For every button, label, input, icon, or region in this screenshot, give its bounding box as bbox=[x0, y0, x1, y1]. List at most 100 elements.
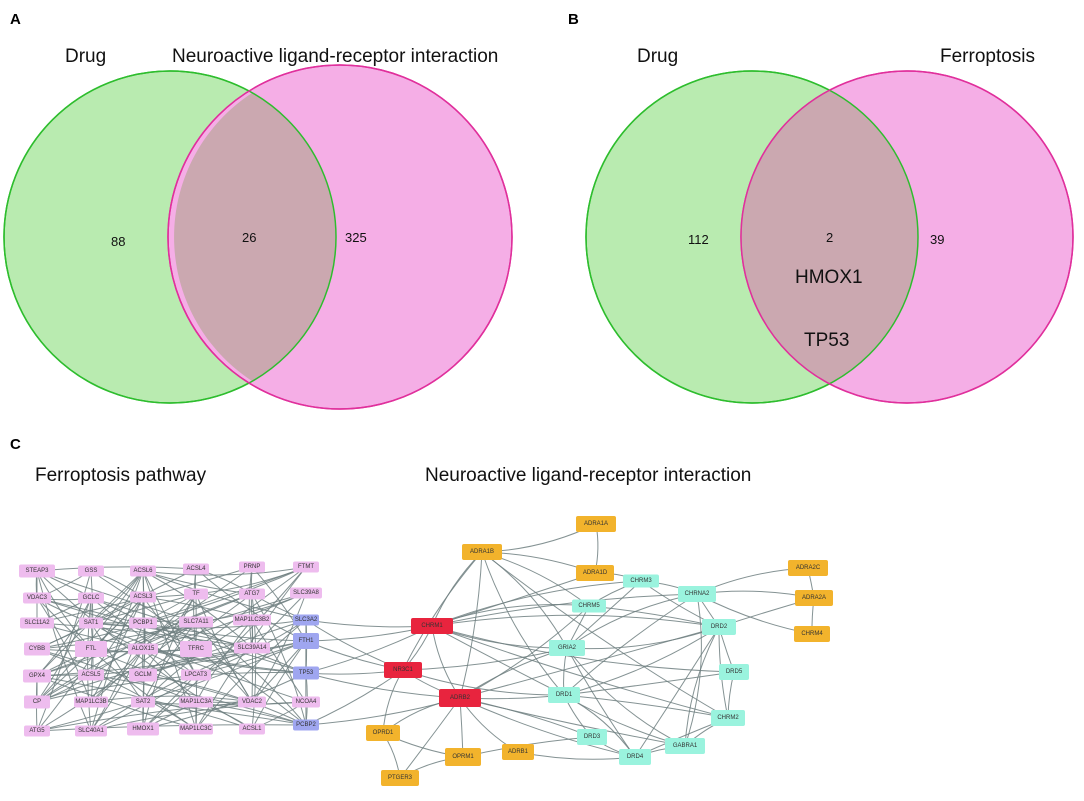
network-node-label: ADRA1A bbox=[584, 521, 608, 527]
network-node-box bbox=[293, 719, 319, 731]
network-edge bbox=[142, 566, 307, 576]
network-edge bbox=[142, 566, 307, 624]
network-edge bbox=[251, 619, 307, 703]
network-node: VDAC3 bbox=[23, 592, 51, 604]
network-node: STEAP3 bbox=[19, 564, 55, 578]
network-node-label: OPRM1 bbox=[452, 754, 474, 760]
network-edge bbox=[36, 648, 197, 730]
overlap-region-a bbox=[174, 93, 336, 381]
network-node-box bbox=[381, 770, 419, 786]
network-node-label: PRNP bbox=[244, 564, 261, 570]
network-node-label: GABRA1 bbox=[673, 743, 698, 749]
network-node-label: NCOA4 bbox=[296, 699, 317, 705]
network-node: SLC7A11 bbox=[179, 616, 213, 628]
network-node: GCLC bbox=[78, 592, 104, 604]
target-label-a: Neuroactive ligand-receptor interaction bbox=[172, 46, 498, 67]
network-node-label: PTGER3 bbox=[388, 775, 413, 781]
network-node-label: ADRA1D bbox=[583, 570, 608, 576]
network-node-label: MAP1LC3B bbox=[75, 699, 106, 705]
network-node-label: SLC3A2 bbox=[295, 617, 318, 623]
network-edge bbox=[142, 570, 197, 676]
network-edge bbox=[431, 625, 735, 673]
network-node: ACSL6 bbox=[130, 565, 156, 577]
network-node-box bbox=[129, 617, 157, 629]
network-node-box bbox=[502, 744, 534, 760]
network-node: PRNP bbox=[239, 561, 265, 573]
network-edge bbox=[142, 570, 307, 621]
network-node-label: GRIA2 bbox=[558, 645, 577, 651]
network-node-box bbox=[181, 669, 211, 681]
network-node: MAP1LC3A bbox=[179, 696, 213, 708]
network-node-box bbox=[678, 586, 716, 602]
network-node: PTGER3 bbox=[381, 770, 419, 786]
panel-letter-c: C bbox=[10, 436, 21, 453]
network-node: TP53 bbox=[293, 666, 319, 680]
network-node-label: VDAC2 bbox=[242, 699, 263, 705]
network-node: CHRM1 bbox=[411, 618, 453, 634]
network-edge bbox=[36, 701, 253, 732]
network-node-label: GCLM bbox=[134, 672, 151, 678]
network-edge bbox=[248, 566, 253, 649]
network-node-box bbox=[794, 626, 830, 642]
network-edge bbox=[195, 566, 307, 650]
network-node-label: OPRD1 bbox=[373, 730, 394, 736]
network-edge bbox=[251, 593, 307, 726]
network-node-box bbox=[234, 642, 270, 654]
network-edge bbox=[481, 551, 729, 719]
network-node-label: TFRC bbox=[188, 646, 205, 652]
network-edge bbox=[459, 697, 636, 758]
network-node-box bbox=[23, 669, 51, 683]
network-node-box bbox=[131, 696, 155, 708]
network-node: DRD4 bbox=[619, 749, 651, 765]
network-node: ACSL1 bbox=[239, 723, 265, 735]
network-node-label: FTL bbox=[86, 646, 97, 652]
network-node-label: SAT1 bbox=[84, 620, 99, 626]
network-node: OPRM1 bbox=[445, 748, 481, 766]
network-node-label: HMOX1 bbox=[132, 726, 154, 732]
network-node-box bbox=[290, 587, 322, 599]
network-node: ADRA1A bbox=[576, 516, 616, 532]
network-edge bbox=[195, 619, 307, 730]
network-node-box bbox=[788, 560, 828, 576]
network-edge bbox=[142, 593, 197, 730]
network-node-box bbox=[572, 599, 606, 613]
network-node-label: DRD5 bbox=[726, 669, 743, 675]
network-node: ADRB1 bbox=[502, 744, 534, 760]
network-edge bbox=[90, 622, 307, 703]
network-edge bbox=[563, 593, 698, 696]
network-node-box bbox=[411, 618, 453, 634]
network-edge bbox=[481, 551, 590, 607]
panel-letter-b: B bbox=[568, 11, 579, 28]
network-node-label: CHRM5 bbox=[578, 603, 600, 609]
network-node-label: GPX4 bbox=[29, 673, 46, 679]
network-edge bbox=[431, 625, 461, 699]
network-node-box bbox=[127, 722, 159, 736]
network-node-box bbox=[293, 666, 319, 680]
network-edge bbox=[459, 551, 483, 699]
network-node-box bbox=[179, 696, 213, 708]
network-edge bbox=[142, 592, 307, 650]
network-node: CHRNA2 bbox=[678, 586, 716, 602]
network-node-box bbox=[130, 565, 156, 577]
network-edge bbox=[382, 669, 404, 734]
network-node-label: MAP1LC3A bbox=[180, 699, 211, 705]
network-node-box bbox=[439, 689, 481, 707]
network-node-box bbox=[293, 614, 319, 626]
network-edge bbox=[481, 551, 565, 696]
network-node-label: ACSL4 bbox=[186, 566, 206, 572]
drug-label-b: Drug bbox=[637, 46, 678, 67]
network-edge bbox=[251, 640, 307, 730]
network-edge bbox=[195, 621, 307, 726]
network-node-box bbox=[702, 619, 736, 635]
network-node-box bbox=[74, 696, 108, 708]
network-edge bbox=[36, 640, 307, 732]
target-only-count-a: 325 bbox=[345, 230, 367, 245]
network-node-label: DRD1 bbox=[556, 692, 573, 698]
network-edge bbox=[36, 622, 253, 649]
network-node-label: CHRM4 bbox=[801, 631, 823, 637]
network-node: GSS bbox=[78, 565, 104, 577]
network-node-box bbox=[239, 723, 265, 735]
network-node-box bbox=[623, 574, 659, 588]
network-node-box bbox=[75, 641, 107, 657]
network-node-box bbox=[78, 669, 104, 681]
